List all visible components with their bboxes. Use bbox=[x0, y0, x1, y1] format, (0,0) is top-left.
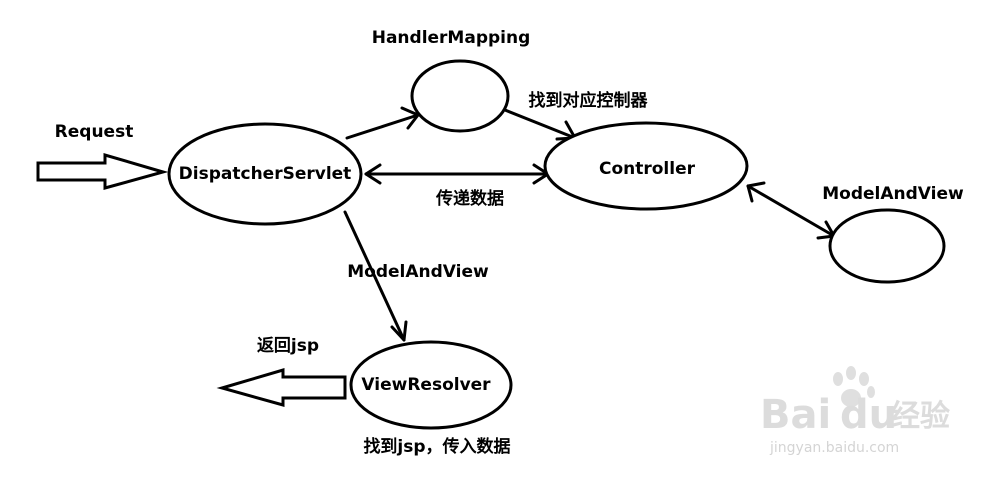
label-return-jsp: 返回jsp bbox=[257, 336, 319, 356]
arrowhead-controller-side bbox=[746, 181, 766, 203]
label-controller: Controller bbox=[599, 159, 696, 179]
label-viewresolver: ViewResolver bbox=[361, 375, 491, 395]
label-find-controller: 找到对应控制器 bbox=[529, 90, 649, 111]
watermark-brand-right: du bbox=[840, 392, 897, 438]
label-request: Request bbox=[55, 122, 134, 142]
label-pass-data: 传递数据 bbox=[435, 188, 504, 209]
node-dispatcherservlet bbox=[167, 122, 363, 226]
node-viewresolver bbox=[349, 340, 513, 430]
node-controller bbox=[543, 121, 749, 211]
node-handlermapping bbox=[410, 59, 510, 133]
node-modelandview bbox=[828, 208, 946, 284]
return-jsp-arrow bbox=[216, 367, 347, 407]
watermark-url: jingyan.baidu.com bbox=[769, 440, 899, 456]
arrowhead-left-dispatcher bbox=[364, 163, 382, 185]
paw-icon bbox=[833, 366, 875, 407]
baidu-watermark: Bai du 经验 jingyan.baidu.com bbox=[760, 366, 950, 456]
label-handlermapping: HandlerMapping bbox=[372, 28, 531, 48]
edge-handlermapping-to-controller bbox=[498, 106, 577, 140]
arrowhead-viewresolver bbox=[390, 320, 408, 342]
label-find-jsp: 找到jsp，传入数据 bbox=[363, 436, 510, 457]
request-arrow bbox=[36, 152, 169, 190]
edge-dispatcher-to-handlermapping bbox=[345, 113, 420, 140]
label-modelandview-right: ModelAndView bbox=[822, 184, 964, 204]
watermark-brand-left: Bai bbox=[760, 392, 831, 438]
label-modelandview-edge: ModelAndView bbox=[347, 262, 489, 282]
watermark-brand-cn: 经验 bbox=[890, 399, 950, 434]
edge-controller-modelandview bbox=[746, 184, 836, 238]
label-dispatcherservlet: DispatcherServlet bbox=[179, 164, 352, 184]
edge-dispatcher-to-viewresolver bbox=[343, 210, 406, 342]
